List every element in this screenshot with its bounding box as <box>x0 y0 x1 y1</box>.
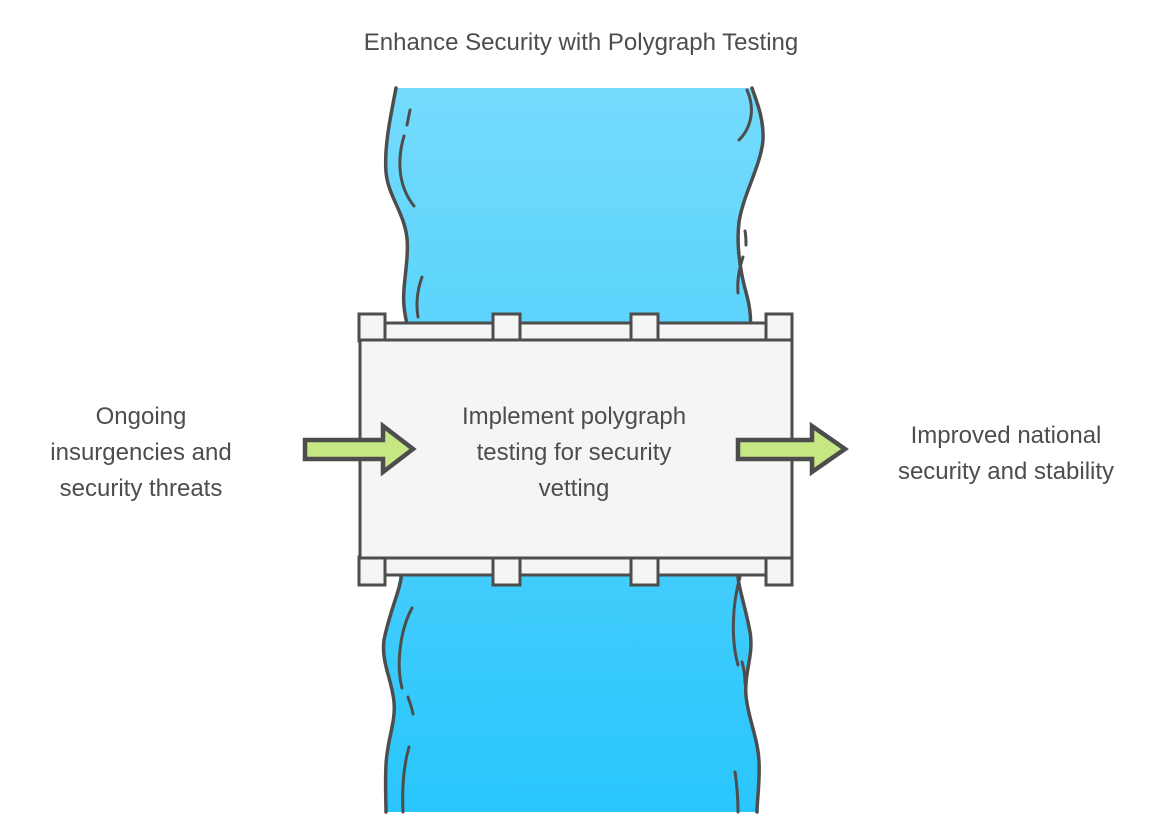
bridge-top-rail <box>359 321 793 343</box>
input-arrow-icon <box>302 421 417 477</box>
flow-mark <box>398 134 416 208</box>
river-bank-top-left <box>383 86 413 343</box>
bridge-bottom-rail <box>359 555 793 577</box>
flow-mark <box>397 606 414 690</box>
flow-mark <box>740 660 747 685</box>
output-label: Improved national security and stability <box>898 422 1114 485</box>
river-outline <box>381 86 765 814</box>
output-label-line: Improved national <box>911 422 1102 449</box>
diagram-title: Enhance Security with Polygraph Testing <box>364 29 798 56</box>
bridge-rivet <box>629 312 660 343</box>
process-label-line: vetting <box>539 475 610 502</box>
flow-mark <box>736 255 745 295</box>
bridge-rivet <box>764 312 794 343</box>
flow-mark <box>737 88 753 142</box>
bridge-rivet <box>629 555 660 587</box>
flow-mark <box>743 229 748 247</box>
flow-mark <box>731 575 742 667</box>
bridge-rivet <box>357 312 387 343</box>
flow-mark <box>405 108 412 127</box>
flow-mark <box>415 275 424 319</box>
river-bank-top-right <box>736 86 765 343</box>
flow-mark <box>401 745 411 814</box>
input-label: Ongoing insurgencies and security threat… <box>50 403 231 502</box>
bridge-structure <box>357 312 794 587</box>
input-label-line: security threats <box>60 475 223 502</box>
flow-mark <box>733 770 740 814</box>
process-label: Implement polygraph testing for security… <box>462 403 686 502</box>
bridge-rivet <box>764 555 794 587</box>
flow-mark <box>406 695 415 716</box>
bridge-rivet <box>357 555 387 587</box>
process-label-line: testing for security <box>477 439 672 466</box>
bridge-rivet <box>491 555 522 587</box>
input-label-line: Ongoing <box>96 403 187 430</box>
bridge-rivet <box>491 312 522 343</box>
process-label-line: Implement polygraph <box>462 403 686 430</box>
process-box <box>358 338 794 560</box>
river-bank-bottom-left <box>381 574 403 814</box>
river-flow-marks <box>397 88 753 814</box>
output-label-line: security and stability <box>898 458 1114 485</box>
output-arrow-icon <box>735 421 849 477</box>
river-bank-bottom-right <box>736 574 761 814</box>
input-label-line: insurgencies and <box>50 439 231 466</box>
